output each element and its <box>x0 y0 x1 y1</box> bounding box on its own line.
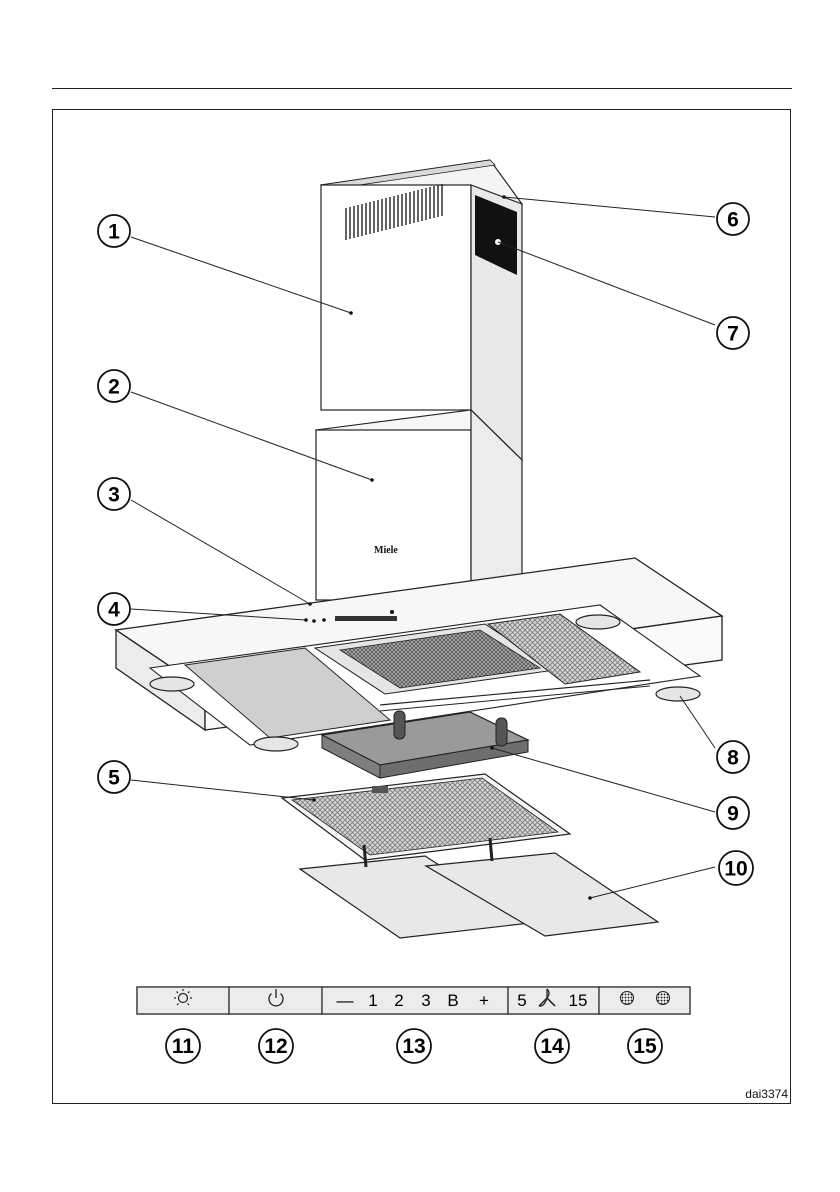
fan-level-3: 3 <box>421 991 430 1010</box>
svg-text:1: 1 <box>108 221 120 244</box>
grease-filter-icon <box>621 992 634 1005</box>
callout-4: 4 <box>98 593 130 625</box>
callout-7: 7 <box>717 317 749 349</box>
callout-14: 14 <box>535 1029 569 1063</box>
fan-plus-button: + <box>479 991 489 1010</box>
callout-5: 5 <box>98 761 130 793</box>
callout-9: 9 <box>717 797 749 829</box>
svg-text:13: 13 <box>402 1035 425 1058</box>
timer-15-label: 15 <box>569 991 588 1010</box>
callout-2: 2 <box>98 370 130 402</box>
callout-11: 11 <box>166 1029 200 1063</box>
callout-10: 10 <box>719 851 753 885</box>
callout-15: 15 <box>628 1029 662 1063</box>
callout-3: 3 <box>98 478 130 510</box>
callout-12: 12 <box>259 1029 293 1063</box>
upper-chimney <box>321 160 522 460</box>
svg-text:14: 14 <box>540 1035 564 1058</box>
fan-level-boost: B <box>447 991 458 1010</box>
svg-text:9: 9 <box>727 803 739 826</box>
svg-text:3: 3 <box>108 484 120 507</box>
grease-filter <box>282 774 570 860</box>
svg-text:5: 5 <box>108 767 120 790</box>
figure-reference-code: dai3374 <box>745 1087 788 1101</box>
callout-1: 1 <box>98 215 130 247</box>
callout-6: 6 <box>717 203 749 235</box>
lower-chimney: Miele <box>316 410 522 600</box>
timer-5-label: 5 <box>517 991 526 1010</box>
svg-text:4: 4 <box>108 599 120 622</box>
brand-logo: Miele <box>374 545 398 556</box>
svg-text:7: 7 <box>727 323 739 346</box>
fan-level-2: 2 <box>394 991 403 1010</box>
fan-level-1: 1 <box>368 991 377 1010</box>
fan-minus-button: — <box>337 991 354 1010</box>
odour-filter-icon <box>657 992 670 1005</box>
svg-text:8: 8 <box>727 747 739 770</box>
svg-text:12: 12 <box>264 1035 287 1058</box>
glass-panels <box>300 838 658 938</box>
svg-text:15: 15 <box>633 1035 657 1058</box>
svg-text:10: 10 <box>724 858 747 881</box>
svg-text:6: 6 <box>727 209 739 232</box>
callout-8: 8 <box>717 741 749 773</box>
control-panel: — 1 2 3 B + 5 15 <box>137 987 690 1014</box>
callout-13: 13 <box>397 1029 431 1063</box>
svg-text:2: 2 <box>108 376 120 399</box>
svg-text:11: 11 <box>172 1035 195 1058</box>
